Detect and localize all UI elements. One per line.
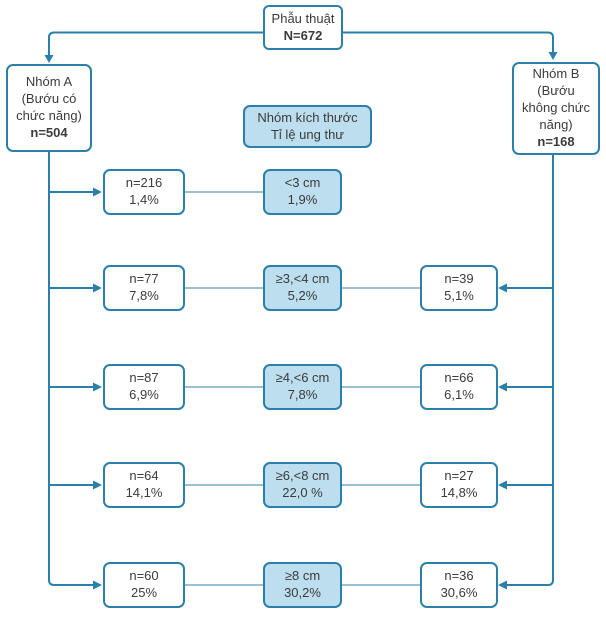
- connector-top-left: [48, 31, 263, 55]
- row-size-label: ≥6,<8 cm: [275, 468, 330, 484]
- row-right-pct: 6,1%: [444, 387, 474, 402]
- row-right-pct: 5,1%: [444, 288, 474, 303]
- row-size-label: ≥8 cm: [284, 568, 321, 584]
- row-left-n: n=216: [125, 175, 163, 191]
- row-left-n: n=87: [129, 370, 159, 386]
- row-right-n: n=27: [444, 468, 474, 484]
- surgery-n: N=672: [283, 27, 323, 43]
- connector-left-spine: [48, 152, 93, 586]
- row-left-pct: 14,1%: [125, 485, 163, 500]
- row-size-pct: 7,8%: [287, 387, 318, 402]
- row-size-box: ≥8 cm 30,2%: [263, 562, 342, 608]
- row-left-pct: 7,8%: [129, 288, 159, 303]
- row-left-n: n=60: [129, 568, 159, 584]
- row-right-box: n=27 14,8%: [420, 462, 498, 508]
- row-left-n: n=64: [129, 468, 159, 484]
- legend-line2: Tỉ lệ ung thư: [270, 126, 345, 142]
- row-size-box: ≥3,<4 cm 5,2%: [263, 265, 342, 311]
- group-a-box: Nhóm A (Bướu có chức năng) n=504: [6, 64, 92, 152]
- row-right-box: n=39 5,1%: [420, 265, 498, 311]
- legend-line1: Nhóm kích thước: [257, 109, 358, 125]
- row-left-box: n=87 6,9%: [103, 364, 185, 410]
- row-left-n: n=77: [129, 271, 159, 287]
- row-right-box: n=66 6,1%: [420, 364, 498, 410]
- row-size-label: ≥4,<6 cm: [275, 370, 330, 386]
- legend-box: Nhóm kích thước Tỉ lệ ung thư: [243, 105, 372, 148]
- connector-right-spine: [507, 155, 554, 586]
- row-right-box: n=36 30,6%: [420, 562, 498, 608]
- surgery-title: Phẫu thuật: [271, 10, 335, 26]
- row-size-box: ≥4,<6 cm 7,8%: [263, 364, 342, 410]
- arrowheads: [44, 52, 558, 590]
- connector-top-right: [343, 31, 554, 52]
- row-right-n: n=39: [444, 271, 474, 287]
- row-left-box: n=216 1,4%: [103, 169, 185, 215]
- group-a-n: n=504: [30, 124, 68, 140]
- row-left-pct: 1,4%: [129, 192, 159, 207]
- row-right-pct: 14,8%: [440, 485, 478, 500]
- group-a-title: Nhóm A (Bướu có chức năng): [16, 74, 82, 123]
- row-right-n: n=66: [444, 370, 474, 386]
- row-right-n: n=36: [444, 568, 474, 584]
- row-size-pct: 30,2%: [284, 585, 321, 600]
- group-b-title: Nhóm B (Bướu không chức năng): [522, 66, 590, 132]
- group-b-box: Nhóm B (Bướu không chức năng) n=168: [512, 62, 600, 155]
- group-b-n: n=168: [537, 133, 575, 149]
- row-size-pct: 1,9%: [287, 192, 318, 207]
- row-left-box: n=60 25%: [103, 562, 185, 608]
- row-size-pct: 5,2%: [287, 288, 318, 303]
- row-size-label: ≥3,<4 cm: [275, 271, 330, 287]
- row-size-pct: 22,0 %: [282, 485, 323, 500]
- row-left-pct: 25%: [130, 585, 158, 600]
- row-size-label: <3 cm: [284, 175, 321, 191]
- row-left-box: n=64 14,1%: [103, 462, 185, 508]
- row-left-pct: 6,9%: [129, 387, 159, 402]
- row-left-box: n=77 7,8%: [103, 265, 185, 311]
- row-right-pct: 30,6%: [440, 585, 478, 600]
- row-size-box: ≥6,<8 cm 22,0 %: [263, 462, 342, 508]
- row-size-box: <3 cm 1,9%: [263, 169, 342, 215]
- surgery-box: Phẫu thuật N=672: [263, 5, 343, 50]
